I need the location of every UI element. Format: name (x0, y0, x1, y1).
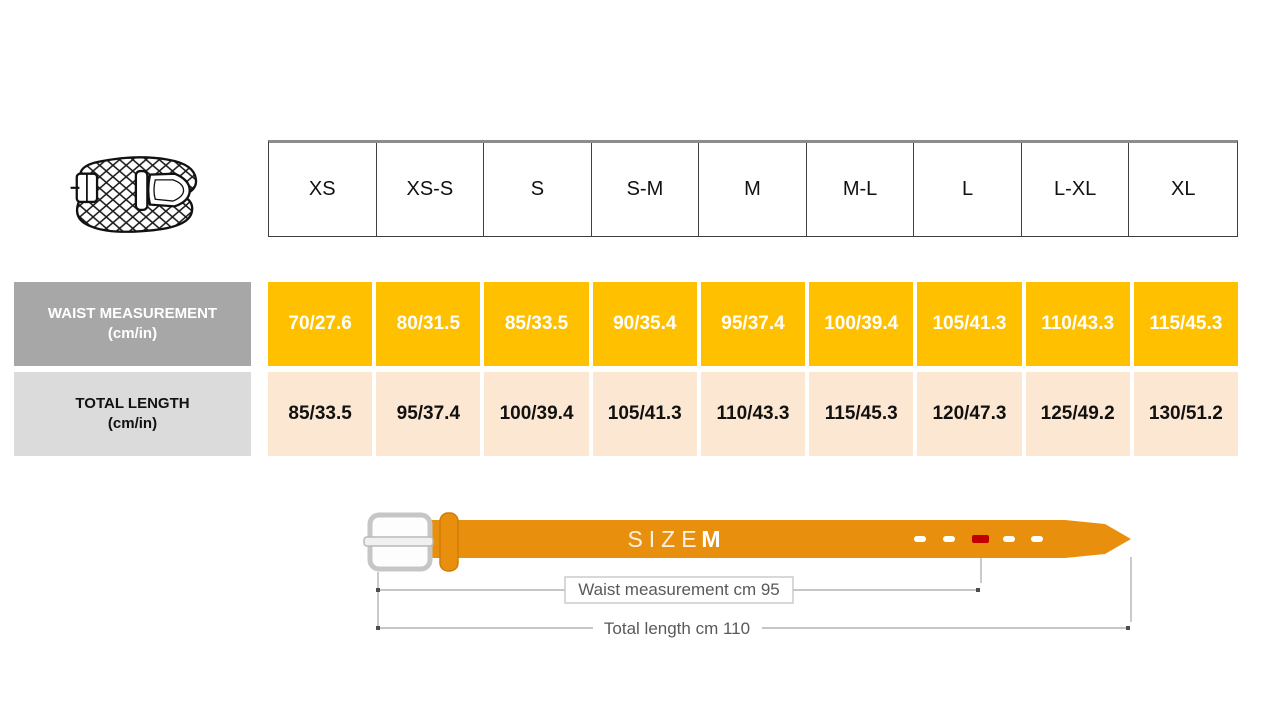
braided-belt-drawing (70, 156, 198, 233)
waist-row-label-units: (cm/in) (107, 325, 158, 342)
belt-icon-strap-end (134, 169, 191, 212)
size-header-cell-l: L (914, 143, 1022, 236)
waist-measurement-callout: Waist measurement cm 95 (564, 576, 794, 604)
waist-value-cell: 70/27.6 (268, 282, 373, 366)
buckle-prong (363, 536, 434, 547)
size-header-cell-m-l: M-L (807, 143, 915, 236)
size-header-cell-s: S (484, 143, 592, 236)
belt-buckle (363, 512, 434, 572)
waist-value-cell: 90/35.4 (592, 282, 697, 366)
size-header-cell-m: M (699, 143, 807, 236)
total-length-row-label-title: TOTAL LENGTH (75, 394, 190, 412)
belt-strap (428, 520, 1131, 558)
size-header-cell-s-m: S-M (592, 143, 700, 236)
total-length-value-cell: 100/39.4 (484, 372, 589, 456)
belt-holes (914, 535, 1043, 543)
total-length-value-cell: 105/41.3 (592, 372, 697, 456)
size-header-cell-xs-s: XS-S (377, 143, 485, 236)
waist-value-cell: 80/31.5 (376, 282, 481, 366)
total-length-value-cell: 95/37.4 (376, 372, 481, 456)
waist-values-row: 70/27.6 80/31.5 85/33.5 90/35.4 95/37.4 … (268, 282, 1238, 366)
size-header-cell-l-xl: L-XL (1022, 143, 1130, 236)
total-length-row-label-units: (cm/in) (107, 415, 158, 432)
belt-icon-buckle (70, 172, 99, 204)
size-header-cell-xs: XS (269, 143, 377, 236)
belt-keeper-loop (439, 512, 459, 572)
waist-row-label: WAIST MEASUREMENT (cm/in) (14, 282, 251, 366)
total-length-values-row: 85/33.5 95/37.4 100/39.4 105/41.3 110/43… (268, 372, 1238, 456)
belt-measurement-diagram: SIZE M Waist measurement cm 95 Total len… (363, 512, 1132, 638)
waist-measurement-label: Waist measurement cm 95 (578, 580, 780, 599)
total-length-value-cell: 125/49.2 (1025, 372, 1130, 456)
waist-value-cell: 100/39.4 (809, 282, 914, 366)
waist-value-cell: 105/41.3 (917, 282, 1022, 366)
total-length-value-cell: 85/33.5 (268, 372, 373, 456)
size-value-label: M (701, 526, 720, 552)
selected-hole-red (972, 535, 989, 543)
size-header-row: XS XS-S S S-M M M-L L L-XL XL (268, 140, 1238, 237)
total-length-value-cell: 120/47.3 (917, 372, 1022, 456)
waist-value-cell: 110/43.3 (1025, 282, 1130, 366)
waist-value-cell: 85/33.5 (484, 282, 589, 366)
belt-tip (1065, 520, 1131, 558)
total-length-value-cell: 115/45.3 (809, 372, 914, 456)
total-length-value-cell: 130/51.2 (1133, 372, 1238, 456)
total-length-label: Total length cm 110 (604, 619, 750, 638)
total-length-row-label: TOTAL LENGTH (cm/in) (14, 372, 251, 456)
total-length-value-cell: 110/43.3 (700, 372, 806, 456)
waist-value-cell: 115/45.3 (1133, 282, 1238, 366)
dimension-lines (376, 545, 1132, 630)
waist-row-label-title: WAIST MEASUREMENT (47, 304, 218, 322)
braided-belt-icon (60, 148, 210, 240)
waist-value-cell: 95/37.4 (700, 282, 806, 366)
size-header-cell-xl: XL (1170, 178, 1196, 200)
size-word-label: SIZE (627, 526, 702, 552)
